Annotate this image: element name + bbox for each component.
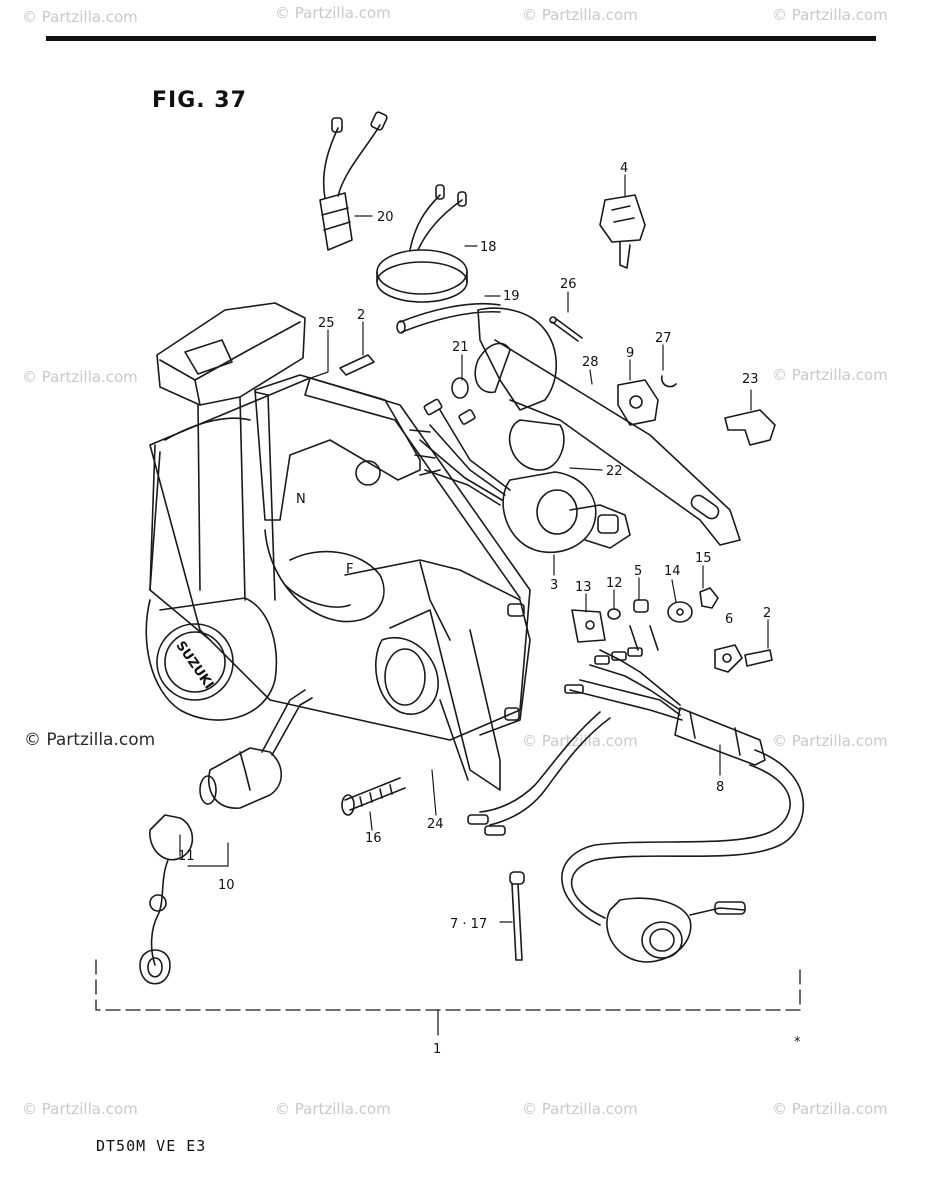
connector-20 — [319, 111, 388, 251]
watermark: © Partzilla.com — [22, 8, 138, 26]
ignition-key — [599, 194, 646, 269]
part-label: 5 — [634, 564, 642, 579]
watermark: © Partzilla.com — [522, 1100, 638, 1118]
ignition-bracket — [409, 307, 741, 554]
part-label: 23 — [742, 372, 759, 387]
svg-text:F: F — [346, 562, 353, 577]
watermark: © Partzilla.com — [24, 730, 156, 750]
part-label: 18 — [480, 240, 497, 255]
part-label: 22 — [606, 464, 623, 479]
star-mark: * — [794, 1035, 801, 1050]
part-label: 27 — [655, 331, 672, 346]
part-labels: 2 2 3 4 5 6 7 · 17 8 9 10 11 12 13 14 15… — [178, 161, 801, 1057]
watermark: © Partzilla.com — [522, 6, 638, 24]
watermark: © Partzilla.com — [772, 366, 888, 384]
assembly-bracket — [95, 959, 801, 1036]
bolt-16 — [341, 777, 406, 816]
small-hardware — [339, 354, 773, 673]
small-bracket-parts — [617, 375, 776, 446]
cable-tie — [509, 871, 525, 961]
part-label: 20 — [377, 210, 394, 225]
part-label: 9 — [626, 346, 634, 361]
watermark: © Partzilla.com — [275, 1100, 391, 1118]
watermark: © Partzilla.com — [772, 732, 888, 750]
watermark: © Partzilla.com — [772, 6, 888, 24]
part-label: 28 — [582, 355, 599, 370]
part-label: 6 — [725, 612, 733, 627]
watermark: © Partzilla.com — [772, 1100, 888, 1118]
part-label: 4 — [620, 161, 628, 176]
wire-19 — [396, 302, 501, 334]
leader-lines — [179, 174, 769, 923]
figure-title: FIG. 37 — [152, 88, 247, 113]
watermark: © Partzilla.com — [275, 4, 391, 22]
suzuki-logo: SUZUKI — [172, 639, 216, 693]
part-label: 2 — [763, 606, 771, 621]
secondary-lever — [375, 609, 501, 791]
part-label: 2 — [357, 308, 365, 323]
header-rule — [46, 36, 876, 41]
watermark: © Partzilla.com — [22, 1100, 138, 1118]
watermark: © Partzilla.com — [522, 732, 638, 750]
part-label: 8 — [716, 780, 724, 795]
stop-switch-assembly — [139, 689, 313, 985]
model-code: DT50M VE E3 — [96, 1137, 207, 1155]
svg-text:N: N — [296, 492, 306, 507]
grommet-18 — [376, 184, 468, 303]
part-label: 12 — [606, 576, 623, 591]
cotter-pin-26 — [549, 316, 583, 342]
part-label: 7 · 17 — [450, 917, 487, 932]
part-label: 10 — [218, 878, 235, 893]
part-label: 15 — [695, 551, 712, 566]
wiring-harness-8 — [467, 647, 805, 963]
part-label: 26 — [560, 277, 577, 292]
part-label: 21 — [452, 340, 469, 355]
part-label: 3 — [550, 578, 558, 593]
part-label: 24 — [427, 817, 444, 832]
part-label: 14 — [664, 564, 681, 579]
part-label: 13 — [575, 580, 592, 595]
part-label: 25 — [318, 316, 335, 331]
part-label: 16 — [365, 831, 382, 846]
watermark: © Partzilla.com — [22, 368, 138, 386]
assembly-label: 1 — [433, 1042, 441, 1057]
part-label: 11 — [178, 849, 195, 864]
part-label: 19 — [503, 289, 520, 304]
